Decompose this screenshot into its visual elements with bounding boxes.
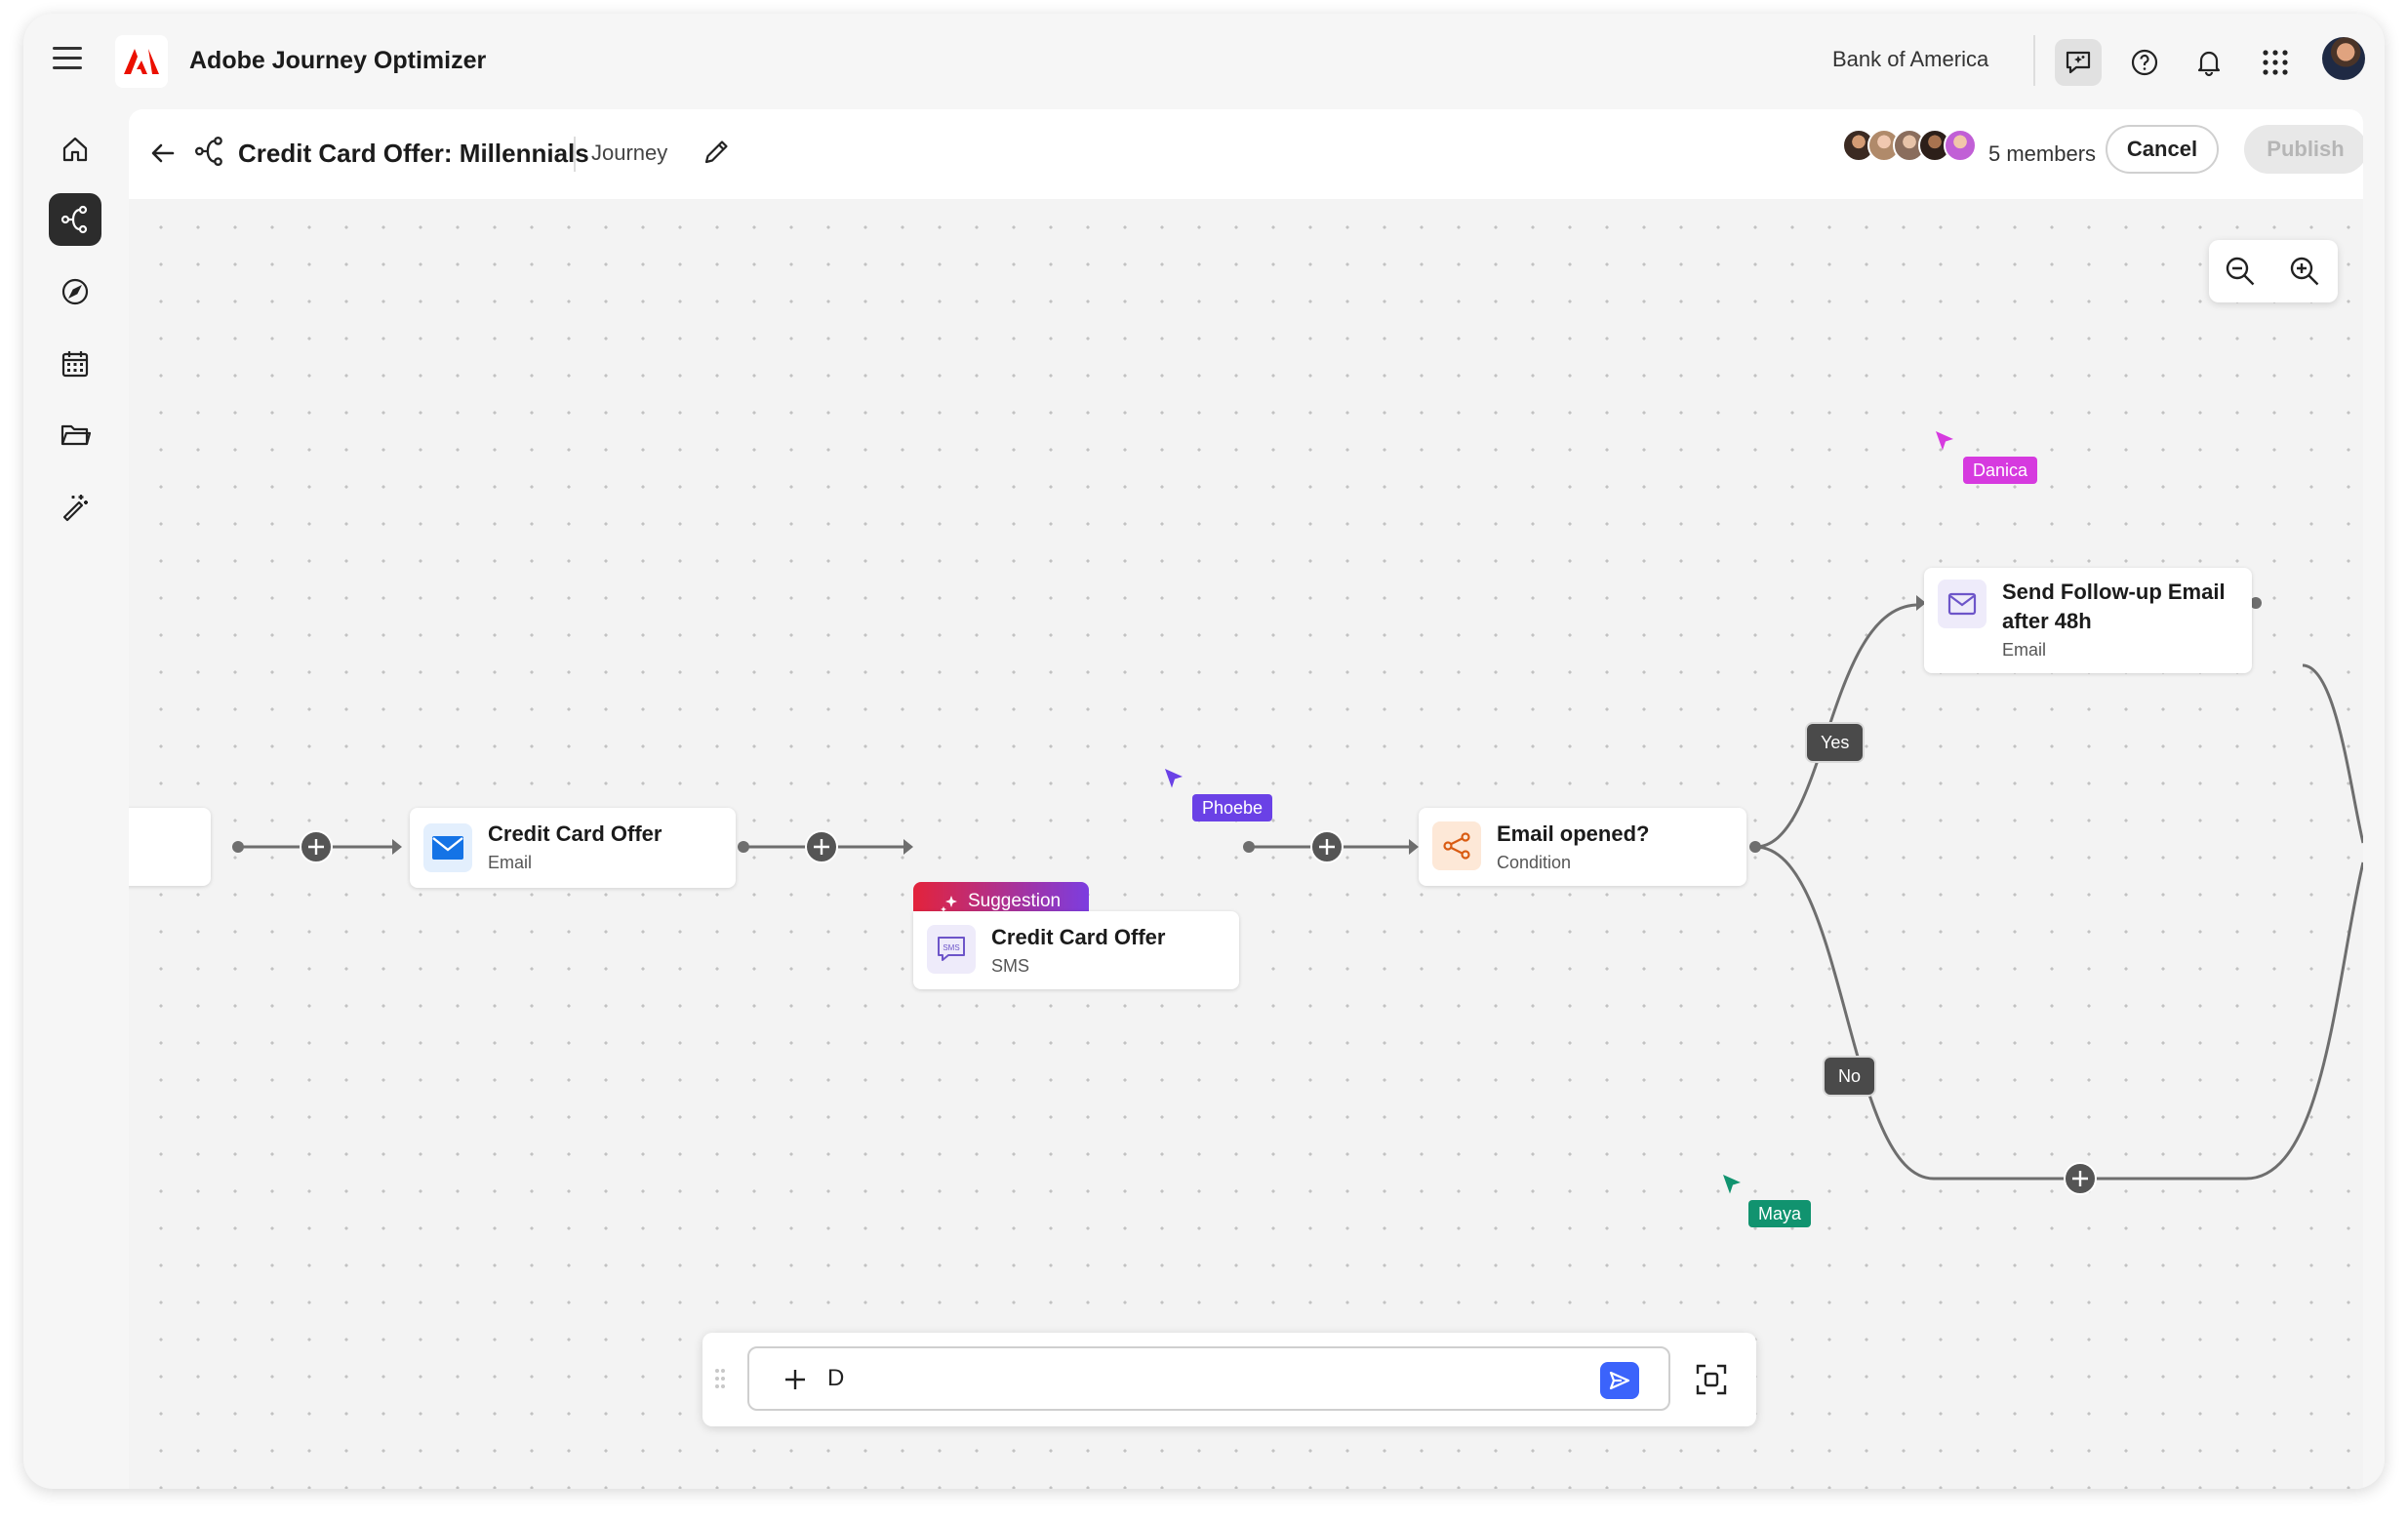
publish-button[interactable]: Publish	[2244, 125, 2363, 174]
sparkle-icon	[939, 891, 960, 930]
org-switcher[interactable]: Bank of America	[1832, 47, 1989, 71]
assistant-prompt-bar: D	[702, 1333, 1756, 1426]
folder-icon[interactable]	[49, 408, 101, 461]
sms-icon: SMS	[927, 925, 976, 974]
avatar	[1944, 129, 1977, 162]
add-step-icon[interactable]	[804, 829, 839, 864]
sms-offer-node[interactable]: SMS Credit Card Offer SMS	[913, 911, 1239, 989]
screen-capture-icon[interactable]	[1694, 1362, 1729, 1402]
app-title: Adobe Journey Optimizer	[189, 47, 487, 74]
node-title: Send Follow-up Email	[2002, 580, 2226, 604]
node-subtitle: Email	[2002, 640, 2047, 660]
node-title: after 48h	[2002, 609, 2092, 633]
adobe-logo	[115, 35, 168, 88]
divider	[574, 137, 576, 172]
journey-canvas[interactable]: Credit Card Offer Email Suggestion SMS C…	[129, 199, 2363, 1489]
journey-header: Credit Card Offer: Millennials Journey 5…	[129, 109, 2363, 200]
cursor-arrow-icon	[1165, 769, 1183, 788]
add-attachment-icon[interactable]	[783, 1367, 808, 1397]
top-bar: Adobe Journey Optimizer Bank of America	[23, 14, 2385, 107]
zoom-in-icon[interactable]	[2287, 254, 2322, 294]
divider	[2033, 35, 2035, 86]
apps-grid-icon[interactable]	[2252, 39, 2299, 86]
calendar-icon[interactable]	[49, 338, 101, 390]
cursor-label-danica: Danica	[1963, 457, 2038, 484]
branch-icon	[1432, 821, 1481, 870]
envelope-icon	[423, 823, 472, 872]
home-icon[interactable]	[49, 123, 101, 176]
cursor-arrow-icon	[1723, 1175, 1741, 1194]
mail-icon	[1938, 580, 1987, 628]
prompt-input[interactable]: D	[747, 1346, 1670, 1411]
drag-handle-icon[interactable]	[714, 1368, 726, 1394]
members-count[interactable]: 5 members	[1988, 141, 2097, 166]
add-step-icon[interactable]	[1309, 829, 1344, 864]
prompt-text: D	[827, 1365, 845, 1391]
email-offer-node[interactable]: Credit Card Offer Email	[410, 808, 736, 888]
zoom-out-icon[interactable]	[2223, 254, 2258, 294]
node-subtitle: Condition	[1497, 853, 1572, 872]
send-button[interactable]	[1600, 1362, 1639, 1399]
followup-email-node[interactable]: Send Follow-up Email after 48h Email	[1924, 568, 2252, 673]
node-title: Email opened?	[1497, 821, 1650, 846]
journey-icon[interactable]	[49, 193, 101, 246]
compass-icon[interactable]	[49, 265, 101, 318]
help-icon[interactable]	[2121, 39, 2168, 86]
svg-text:SMS: SMS	[943, 943, 959, 952]
chat-sparkle-icon[interactable]	[2055, 39, 2102, 86]
cancel-button[interactable]: Cancel	[2106, 125, 2219, 174]
journey-icon	[193, 135, 226, 173]
branch-label-yes: Yes	[1805, 722, 1866, 763]
back-arrow-icon[interactable]	[146, 137, 180, 175]
journey-panel: Credit Card Offer: Millennials Journey 5…	[129, 109, 2363, 1489]
condition-node[interactable]: Email opened? Condition	[1419, 808, 1746, 886]
node-subtitle: SMS	[991, 956, 1030, 976]
app-window: Adobe Journey Optimizer Bank of America	[23, 14, 2385, 1489]
node-title: Credit Card Offer	[991, 925, 1166, 949]
start-node[interactable]	[129, 808, 211, 886]
send-icon	[1609, 1371, 1630, 1390]
node-title: Credit Card Offer	[488, 821, 662, 846]
edit-pencil-icon[interactable]	[699, 135, 734, 175]
node-subtitle: Email	[488, 853, 533, 872]
add-step-icon[interactable]	[2063, 1161, 2098, 1196]
journey-title: Credit Card Offer: Millennials	[238, 139, 589, 168]
journey-type-label: Journey	[591, 140, 668, 165]
magic-wand-icon[interactable]	[49, 480, 101, 533]
cursor-label-maya: Maya	[1748, 1200, 1812, 1227]
add-step-icon[interactable]	[299, 829, 334, 864]
bell-icon[interactable]	[2186, 39, 2232, 86]
zoom-controls	[2209, 240, 2338, 302]
branch-label-no: No	[1823, 1056, 1877, 1097]
cursor-arrow-icon	[1936, 431, 1953, 451]
menu-icon[interactable]	[53, 47, 82, 70]
cursor-label-phoebe: Phoebe	[1192, 794, 1273, 821]
user-avatar[interactable]	[2322, 37, 2365, 80]
